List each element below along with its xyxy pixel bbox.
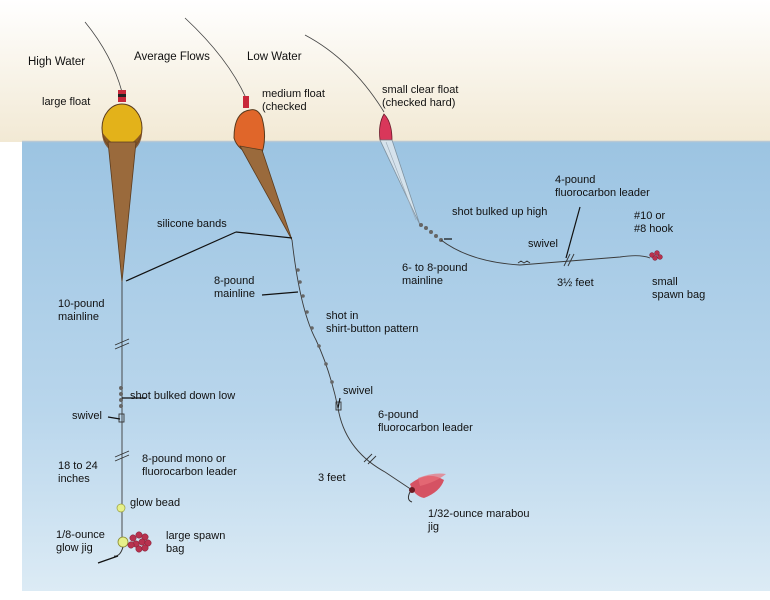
glow-jig <box>117 536 129 548</box>
water-area <box>22 141 770 591</box>
label-small-spawn-bag: small spawn bag <box>652 276 706 301</box>
label-shot-bulked-high: shot bulked up high <box>452 206 548 218</box>
label-8-pound-mainline: 8-pound mainline <box>214 275 255 300</box>
header-average-flows: Average Flows <box>134 51 210 63</box>
float-tip-average <box>243 96 249 108</box>
label-small-clear-float: small clear float (checked hard) <box>382 84 459 109</box>
low-water-rig <box>379 113 663 267</box>
label-swivel-left: swivel <box>72 410 102 422</box>
label-18-24-inches: 18 to 24 inches <box>58 460 98 485</box>
label-swivel-right: swivel <box>528 238 558 250</box>
label-swivel-middle: swivel <box>343 385 373 397</box>
marabou-jig <box>410 475 444 498</box>
label-large-float: large float <box>42 96 91 108</box>
label-4-pound-leader: 4-pound fluorocarbon leader <box>555 174 650 199</box>
high-water-rig <box>101 90 152 557</box>
glow-bead <box>116 503 126 513</box>
label-glow-bead: glow bead <box>130 497 181 509</box>
label-6-pound-leader: 6-pound fluorocarbon leader <box>378 409 473 434</box>
label-large-spawn-bag: large spawn bag <box>166 530 226 555</box>
label-glow-jig: 1/8-ounce glow jig <box>56 529 105 554</box>
rod-line-high <box>84 21 123 93</box>
label-3-feet: 3 feet <box>318 472 346 484</box>
header-low-water: Low Water <box>247 51 302 63</box>
header-high-water: High Water <box>28 56 86 68</box>
label-3-half-feet: 3½ feet <box>557 277 594 289</box>
label-shot-bulked-low: shot bulked down low <box>130 390 236 402</box>
label-marabou-jig: 1/32-ounce marabou jig <box>428 508 530 533</box>
rod-line-average <box>184 17 247 99</box>
label-shot-shirt-button: shot in shirt-button pattern <box>326 310 419 335</box>
small-spawn-bag <box>649 250 663 261</box>
label-silicone-bands: silicone bands <box>157 218 227 230</box>
label-medium-float: medium float (checked <box>262 88 325 113</box>
large-spawn-bag <box>127 531 152 553</box>
label-hook: #10 or #8 hook <box>634 210 674 235</box>
callout-lines <box>97 206 581 564</box>
label-10-pound-mainline: 10-pound mainline <box>58 298 105 323</box>
label-6-to-8-mainline: 6- to 8-pound mainline <box>402 262 468 287</box>
label-8-pound-mono: 8-pound mono or fluorocarbon leader <box>142 453 237 478</box>
average-flows-rig <box>233 96 446 503</box>
rod-line-low <box>304 34 385 113</box>
